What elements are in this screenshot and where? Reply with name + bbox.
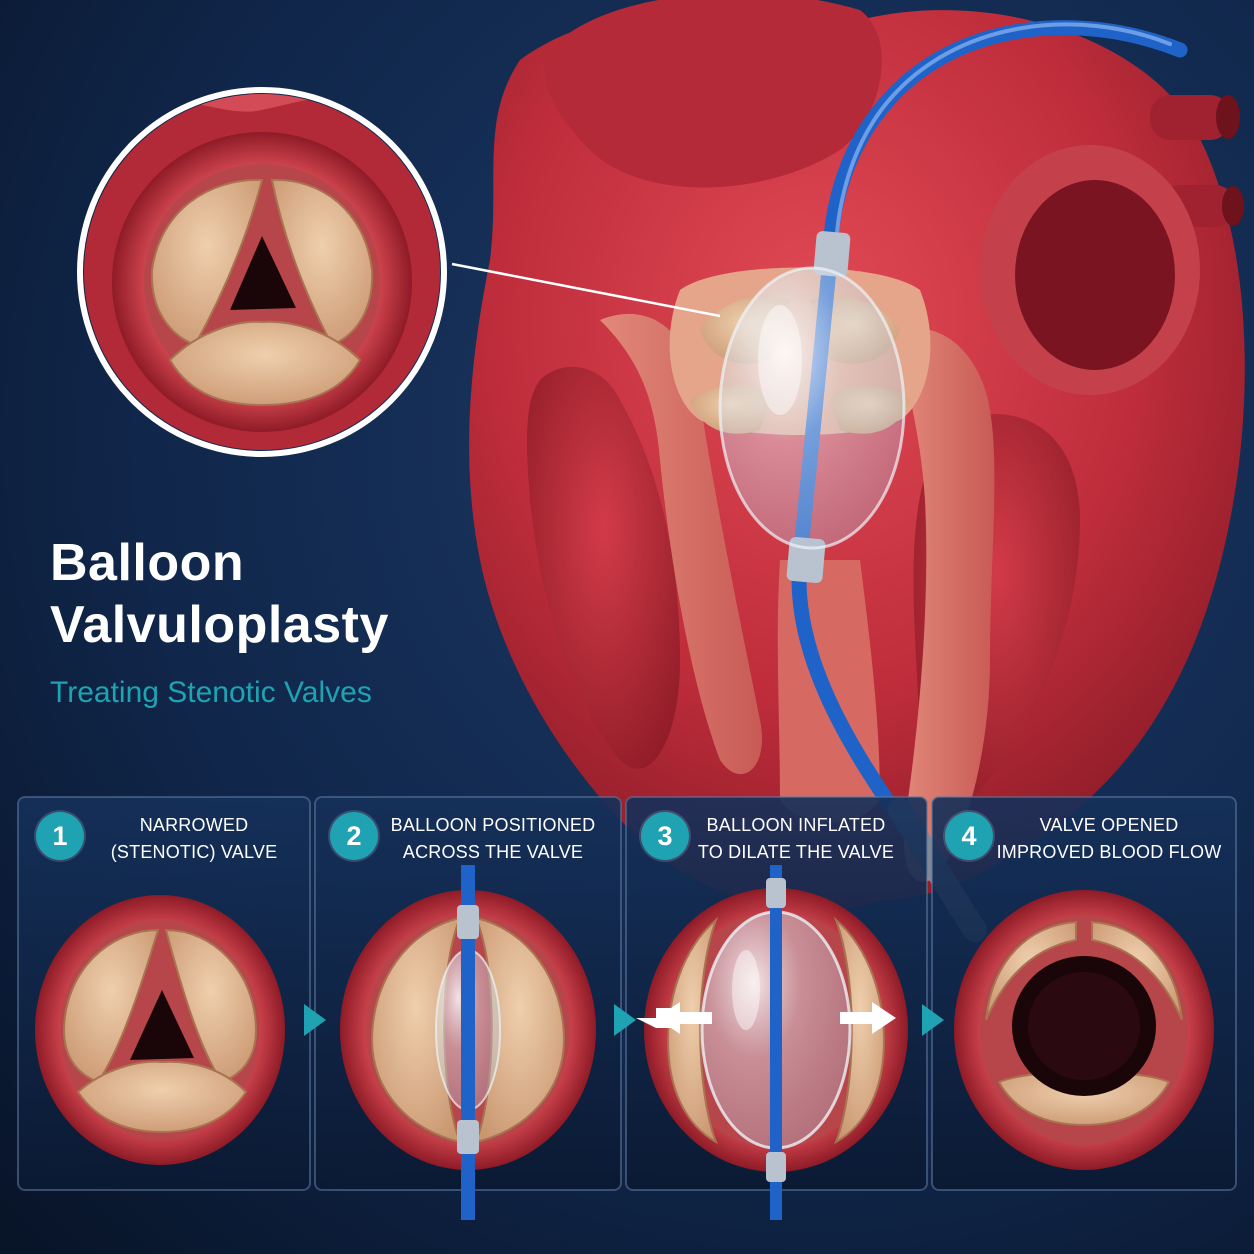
chevron-right-icon xyxy=(922,1004,944,1036)
step-number-4: 4 xyxy=(945,812,993,860)
step-4-line-1: VALVE OPENED xyxy=(1039,815,1179,835)
vessel-stub-1 xyxy=(1150,95,1230,140)
step-1-valve xyxy=(35,895,285,1165)
page-title: Balloon Valvuloplasty xyxy=(50,532,389,656)
title-line-2: Valvuloplasty xyxy=(50,596,389,654)
stenotic-valve-inset xyxy=(150,178,374,407)
aorta xyxy=(545,0,882,188)
step-2-line-1: BALLOON POSITIONED xyxy=(390,815,596,835)
step-label-4: VALVE OPENED IMPROVED BLOOD FLOW xyxy=(996,812,1222,866)
page-subtitle: Treating Stenotic Valves xyxy=(50,676,372,709)
step-label-1: NARROWED (STENOTIC) VALVE xyxy=(94,812,294,866)
step-3-valve xyxy=(636,865,908,1220)
callout-line xyxy=(451,262,721,318)
myocardium-wall-right xyxy=(900,328,995,882)
title-line-1: Balloon xyxy=(50,534,245,592)
myocardium-wall-left xyxy=(600,313,762,775)
step-4-valve xyxy=(954,890,1214,1170)
step-number-1: 1 xyxy=(36,812,84,860)
step-3-line-2: TO DILATE THE VALVE xyxy=(697,842,895,862)
step-3-line-1: BALLOON INFLATED xyxy=(706,815,886,835)
step-label-3: BALLOON INFLATED TO DILATE THE VALVE xyxy=(690,812,902,866)
step-number-2: 2 xyxy=(330,812,378,860)
step-2-line-2: ACROSS THE VALVE xyxy=(402,842,584,862)
step-label-2: BALLOON POSITIONED ACROSS THE VALVE xyxy=(382,812,604,866)
heart-cutaway xyxy=(469,0,1245,942)
double-arrow-icon xyxy=(636,1002,896,1034)
valve-callout xyxy=(77,87,721,457)
step-number-3: 3 xyxy=(641,812,689,860)
chevron-right-icon xyxy=(614,1004,636,1036)
left-ventricle xyxy=(527,366,680,769)
step-2-valve xyxy=(340,865,596,1220)
balloon xyxy=(718,266,906,550)
catheter-wire xyxy=(770,865,782,1220)
chevron-right-icon xyxy=(304,1004,326,1036)
step-4-line-2: IMPROVED BLOOD FLOW xyxy=(996,842,1222,862)
step-1-line-1: NARROWED xyxy=(139,815,249,835)
step-1-line-2: (STENOTIC) VALVE xyxy=(110,842,278,862)
catheter-marker-top xyxy=(813,231,851,277)
